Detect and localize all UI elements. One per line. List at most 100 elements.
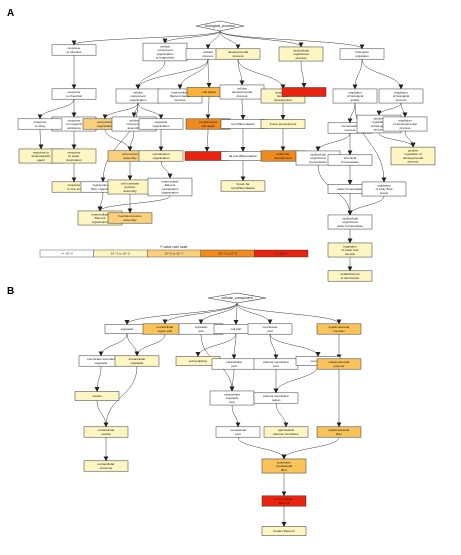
go-relation-edge [219,30,241,50]
go-term-box [261,526,307,536]
go-term-box [138,118,184,130]
go-term-box [220,180,266,192]
go-term-node [281,87,327,97]
go-relation-edge [103,366,138,428]
root-term-diamond [207,292,267,304]
go-term-box [382,116,428,132]
go-relation-edge [236,302,342,325]
go-term-box [83,460,129,472]
go-term-box [261,458,307,474]
go-term-box [17,118,63,130]
go-term-box [215,48,261,60]
go-relation-edge [237,437,287,460]
go-relation-edge [376,102,402,116]
go-relation-edge [300,61,307,88]
go-relation-edge [273,365,319,394]
go-relation-edge [134,334,166,357]
go-relation-edge [233,302,239,325]
go-term-box [316,323,362,335]
go-relation-edge [269,334,321,357]
go-term-box [138,150,184,162]
go-relation-edge [97,195,171,212]
go-term-label: fat cell differentiation [229,154,258,158]
go-term-box [74,391,120,401]
go-relation-edge [404,131,416,148]
go-term-label: cell death [202,90,216,94]
go-relation-edge [97,192,104,212]
go-term-label: cell periphery [189,359,208,363]
go-term-box [114,355,160,367]
go-relation-edge [347,103,356,124]
go-term-label: water homeostasis [337,187,363,191]
go-relation-edge [206,59,212,88]
go-relation-edge [237,59,245,86]
go-relation-edge [38,129,44,150]
go-relation-edge [229,369,235,392]
go-term-box [327,270,373,282]
go-term-box [215,426,261,438]
panel-letter-a: A [7,8,14,19]
go-term-node: keratin filament [261,526,307,536]
legend-swatch-label: 10^-5 to 10^-7 [165,252,184,256]
go-relation-edge [127,131,135,152]
go-relation-edge [240,99,246,120]
go-term-box [339,48,385,60]
go-relation-edge [219,30,365,50]
go-relation-edge [237,59,286,90]
go-term-node: cell differentiation [220,119,266,129]
go-relation-edge [135,59,209,90]
go-relation-edge [378,132,416,148]
go-relation-edge [104,129,133,152]
go-relation-edge [195,333,237,357]
